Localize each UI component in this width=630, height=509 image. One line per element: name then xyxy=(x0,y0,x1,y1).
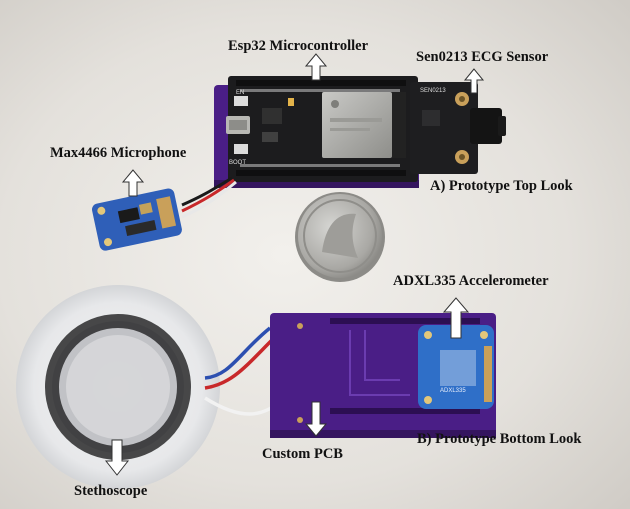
bottom-prototype xyxy=(270,313,496,438)
arrow-accelerometer xyxy=(442,297,470,339)
arrow-stethoscope xyxy=(104,439,130,476)
label-accelerometer: ADXL335 Accelerometer xyxy=(393,273,549,289)
esp32-module-shield xyxy=(322,92,392,158)
label-custom-pcb: Custom PCB xyxy=(262,446,343,462)
arrow-ecg xyxy=(463,68,485,94)
accelerometer-silkscreen: ADXL335 xyxy=(440,388,466,394)
stethoscope-head xyxy=(16,285,220,489)
accelerometer-board xyxy=(418,325,494,409)
quarter-coin xyxy=(295,192,385,282)
label-microphone: Max4466 Microphone xyxy=(50,145,187,161)
label-prototype-bottom: B) Prototype Bottom Look xyxy=(417,431,582,447)
arrow-custom-pcb xyxy=(304,401,328,437)
ecg-silkscreen: SEN0213 xyxy=(420,88,446,94)
boot-silkscreen: BOOT xyxy=(229,160,247,166)
microphone-board xyxy=(92,188,182,251)
arrow-esp32 xyxy=(304,53,328,81)
en-button xyxy=(234,96,248,106)
en-silkscreen: EN xyxy=(236,90,245,96)
arrow-microphone xyxy=(121,169,145,197)
esp32-header-bottom xyxy=(236,170,406,176)
esp32-header-top xyxy=(236,80,406,86)
top-prototype xyxy=(181,76,506,219)
pcb-header-holes xyxy=(330,318,480,414)
label-stethoscope: Stethoscope xyxy=(74,483,148,499)
audio-jack xyxy=(470,108,502,144)
label-ecg-sensor: Sen0213 ECG Sensor xyxy=(416,49,549,65)
label-prototype-top: A) Prototype Top Look xyxy=(430,178,573,194)
boot-button xyxy=(234,144,248,154)
label-esp32: Esp32 Microcontroller xyxy=(228,38,369,54)
